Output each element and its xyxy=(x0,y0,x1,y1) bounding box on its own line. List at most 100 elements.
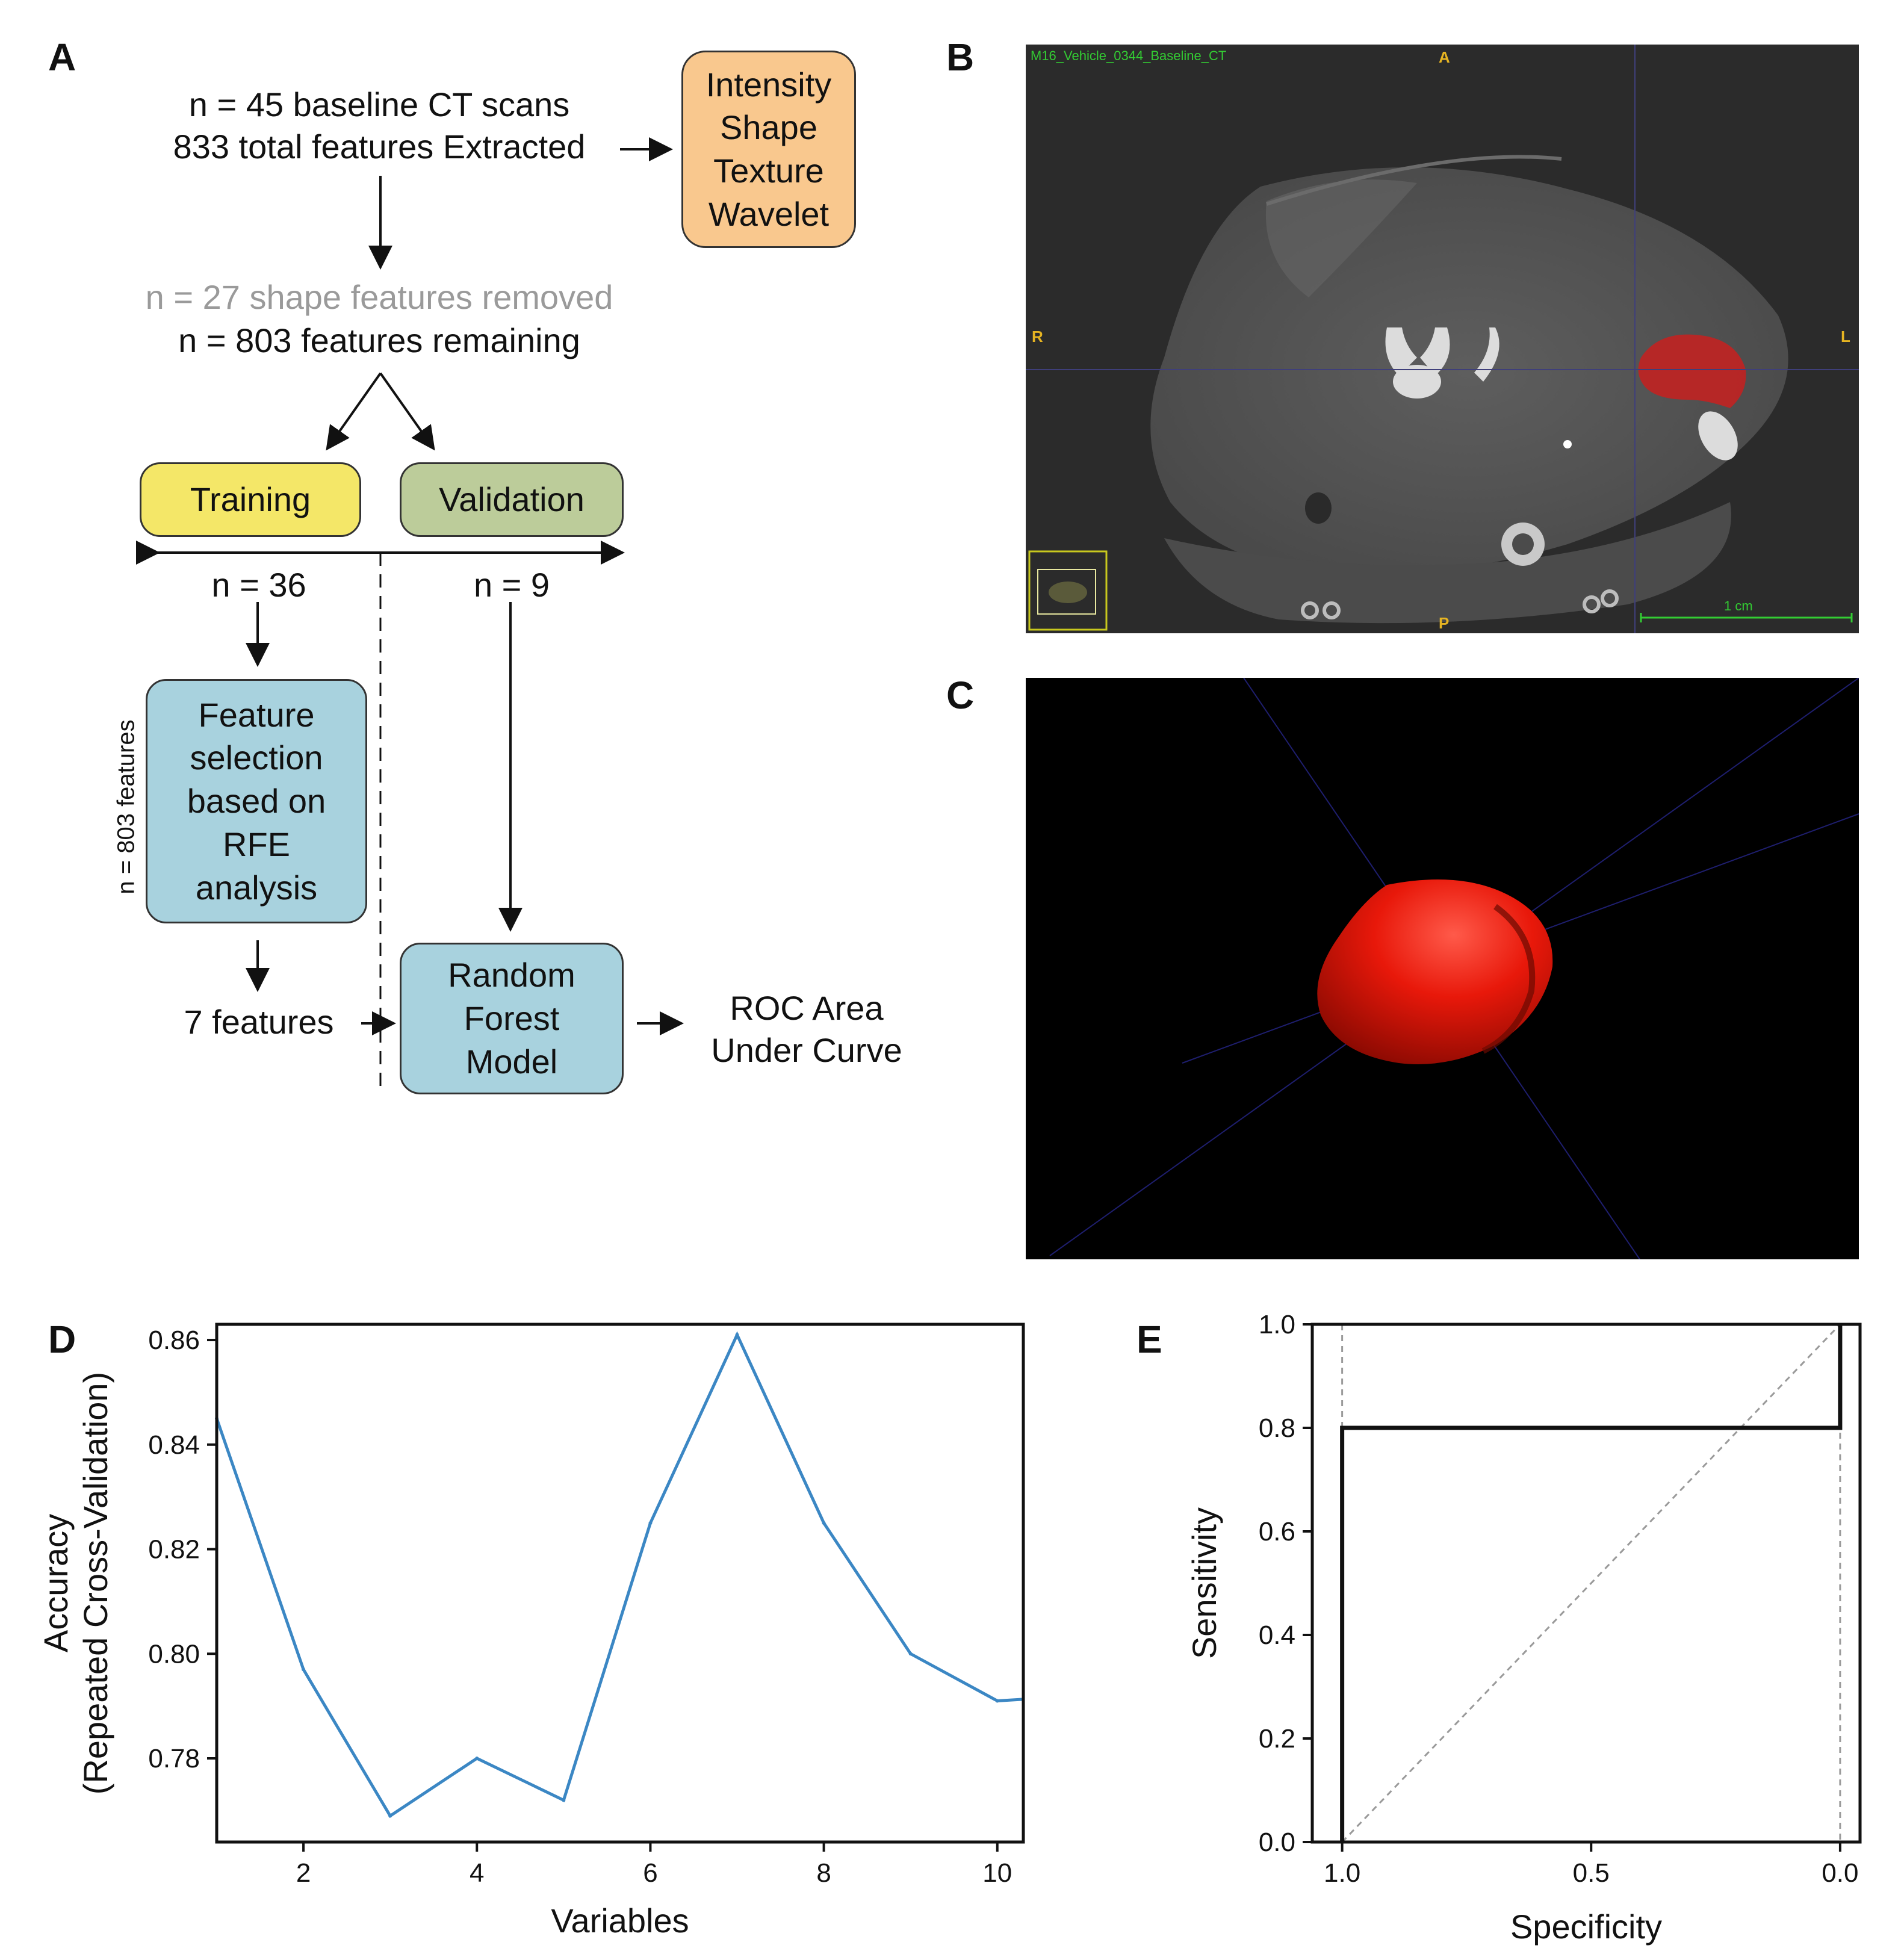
accuracy-line xyxy=(217,1331,1023,1819)
y-tick-label: 0.8 xyxy=(1259,1413,1295,1443)
accuracy-point xyxy=(475,1757,479,1761)
y-tick-label: 0.78 xyxy=(148,1744,200,1773)
x-tick-label: 4 xyxy=(470,1858,484,1888)
feature-selection-line: based on xyxy=(187,782,326,820)
feature-selection-box: Feature selection based on RFE analysis xyxy=(146,679,367,923)
roc-line: Under Curve xyxy=(711,1031,902,1069)
y-tick-label: 1.0 xyxy=(1259,1310,1295,1339)
flowchart-arrows xyxy=(136,137,684,1090)
ct-orient-right: L xyxy=(1841,327,1850,346)
feature-selection-line: analysis xyxy=(195,868,318,907)
roc-line: ROC Area xyxy=(730,989,884,1027)
x-tick-label: 0.5 xyxy=(1573,1858,1610,1888)
removed-features-text: n = 27 shape features removed xyxy=(145,278,613,316)
y-tick-label: 0.6 xyxy=(1259,1517,1295,1546)
ct-lower-body xyxy=(1164,502,1731,624)
panel-label-e: E xyxy=(1137,1318,1162,1361)
panel-label-a: A xyxy=(48,36,76,79)
panel-label-c: C xyxy=(946,674,975,717)
feature-selection-line: RFE xyxy=(223,825,290,863)
tumor-fold xyxy=(1481,904,1536,1054)
y-axis-label-line2: (Repeated Cross-Validation) xyxy=(76,1372,114,1794)
x-tick-label: 6 xyxy=(643,1858,657,1888)
y-axis-label-line1: Accuracy xyxy=(37,1514,75,1652)
chart-d-frame xyxy=(215,1323,1025,1844)
x-axis-label: Variables xyxy=(551,1902,689,1940)
ct-scale-bar: 1 cm xyxy=(1640,598,1853,622)
x-tick-label: 10 xyxy=(982,1858,1012,1888)
feature-type-item: Intensity xyxy=(705,65,832,104)
arrow-to-validation xyxy=(379,372,435,451)
feature-selection-line: Feature xyxy=(198,695,315,734)
y-tick-label: 0.2 xyxy=(1259,1724,1295,1754)
ct-scale-label: 1 cm xyxy=(1724,598,1753,613)
training-box: Training xyxy=(140,462,361,537)
ct-orient-left: R xyxy=(1032,327,1043,346)
accuracy-point xyxy=(302,1667,306,1672)
panel-label-b: B xyxy=(946,36,975,79)
chart-e-frame xyxy=(1310,1323,1862,1844)
accuracy-point xyxy=(562,1798,566,1802)
accuracy-point xyxy=(388,1814,392,1818)
arrow-to-training xyxy=(326,372,382,451)
ct-series-label: M16_Vehicle_0344_Baseline_CT xyxy=(1031,48,1226,63)
panel-label-d: D xyxy=(48,1318,76,1361)
ct-bright-spot xyxy=(1563,440,1572,448)
seven-features-text: 7 features xyxy=(184,1003,334,1041)
x-axis-label: Specificity xyxy=(1510,1908,1662,1946)
y-tick-label: 0.82 xyxy=(148,1535,200,1565)
ct-ring-inner xyxy=(1512,533,1534,555)
x-tick-label: 1.0 xyxy=(1324,1858,1360,1888)
accuracy-point xyxy=(735,1333,739,1337)
y-tick-label: 0.0 xyxy=(1259,1828,1295,1857)
chance-diagonal xyxy=(1341,1323,1841,1843)
y-tick-label: 0.84 xyxy=(148,1430,200,1460)
ct-thumbnail-frame xyxy=(1028,550,1108,631)
features-extracted-text: 833 total features Extracted xyxy=(173,128,586,166)
accuracy-point xyxy=(822,1521,826,1525)
ct-skin-line xyxy=(1266,155,1562,206)
ct-orient-bottom: P xyxy=(1439,614,1449,632)
ct-axial-view: M16_Vehicle_0344_Baseline_CT A R L P 1 c… xyxy=(1026,45,1859,633)
accuracy-point xyxy=(908,1652,913,1656)
feature-type-item: Texture xyxy=(713,152,824,190)
accuracy-point xyxy=(648,1521,653,1525)
scan-count-text: n = 45 baseline CT scans xyxy=(188,85,570,123)
ct-gas-pocket xyxy=(1305,492,1332,524)
feature-selection-list: Feature selection based on RFE analysis xyxy=(187,693,326,909)
tumor-3d-render xyxy=(1026,678,1859,1259)
ct-thumbnail-body xyxy=(1049,582,1087,603)
ct-tumor-segmentation xyxy=(1638,334,1746,408)
roc-curve xyxy=(1340,1324,1843,1842)
random-forest-line: Random xyxy=(448,956,575,994)
training-count: n = 36 xyxy=(211,566,306,604)
training-label: Training xyxy=(190,480,311,519)
random-forest-line: Model xyxy=(465,1042,558,1081)
x-tick-label: 0.0 xyxy=(1822,1858,1858,1888)
ct-thumbnail-viewport xyxy=(1037,569,1096,615)
random-forest-line: Forest xyxy=(464,999,560,1038)
feature-type-item: Shape xyxy=(720,108,817,147)
ct-spine xyxy=(1385,327,1738,461)
feature-selection-line: selection xyxy=(190,739,323,777)
y-axis-label: Sensitivity xyxy=(1185,1507,1223,1659)
y-tick-label: 0.86 xyxy=(148,1326,200,1355)
x-tick-label: 2 xyxy=(296,1858,311,1888)
feature-type-item: Wavelet xyxy=(708,194,830,233)
validation-label: Validation xyxy=(439,480,585,519)
validation-count: n = 9 xyxy=(473,566,550,604)
ct-organ-shadow xyxy=(1265,179,1417,297)
tumor-mesh xyxy=(1317,879,1553,1064)
y-tick-label: 0.4 xyxy=(1259,1620,1295,1650)
ct-small-bones xyxy=(1301,589,1619,619)
accuracy-point xyxy=(995,1699,999,1703)
validation-box: Validation xyxy=(400,462,624,537)
